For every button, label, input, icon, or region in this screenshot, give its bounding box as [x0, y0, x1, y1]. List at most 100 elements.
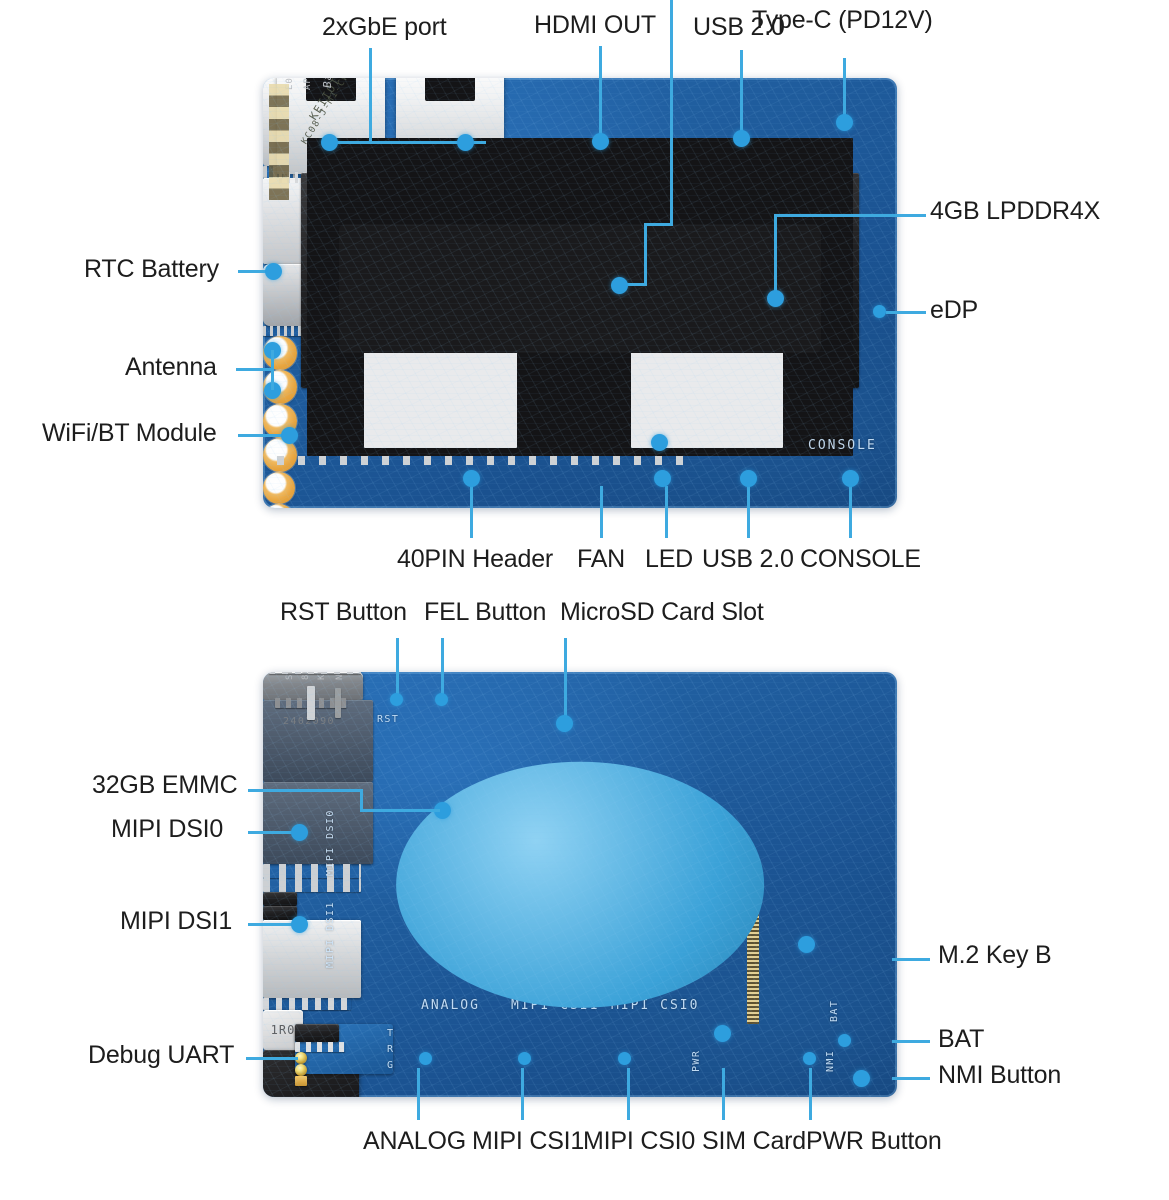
rj45-notch [306, 78, 356, 102]
leader-typec [843, 58, 846, 120]
label-console: CONSOLE [800, 545, 921, 573]
label-m2: M.2 Key B [938, 941, 1052, 969]
callout-dot-fan [651, 434, 668, 451]
leader-emmc-horizontal [248, 789, 363, 792]
label-dsi1: MIPI DSI1 [120, 907, 233, 935]
sim-tray-edge [307, 686, 315, 720]
label-pwr: PWR Button [806, 1127, 942, 1155]
leader-rtc [238, 270, 274, 273]
label-typec-sub: (PD12V) [838, 6, 933, 34]
leader-fan [600, 486, 603, 538]
leader-analog [417, 1068, 420, 1120]
gbe-b-back [263, 700, 373, 782]
callout-dot-antenna-b [264, 382, 281, 399]
silk-dsi0: MIPI DSI0 [325, 809, 336, 876]
uart-pad-r [295, 1064, 307, 1076]
uart-pad-t [295, 1052, 307, 1064]
silk-analog: ANALOG [421, 998, 480, 1013]
leader-sim [722, 1068, 725, 1120]
callout-dot-lpddr [767, 290, 784, 307]
silk-pwr: PWR [691, 1049, 702, 1072]
leader-nmi [892, 1077, 930, 1080]
label-analog: ANALOG [363, 1127, 466, 1155]
label-typec-main: Type-C [752, 6, 832, 34]
sd-code: 2402090 [283, 716, 335, 727]
label-uart: Debug UART [88, 1041, 235, 1069]
callout-dot-rtc [265, 263, 282, 280]
label-dsi0: MIPI DSI0 [111, 815, 224, 843]
callout-dot-csi1 [518, 1052, 531, 1065]
uart-pad-g [295, 1076, 307, 1086]
uart-pads [295, 1042, 345, 1052]
typec-pin-row [263, 326, 327, 336]
callout-dot-m2 [798, 936, 815, 953]
callout-dot-pwr [803, 1052, 816, 1065]
leader-soc-horizontal [644, 223, 673, 226]
leader-console [849, 486, 852, 538]
dram-brand: Banyco [321, 78, 334, 88]
label-gbe: 2xGbE port [322, 13, 447, 41]
leader-led [665, 486, 668, 538]
label-fel: FEL Button [424, 598, 547, 626]
callout-dot-header40 [463, 470, 480, 487]
leader-lpddr-horizontal [890, 214, 926, 217]
label-csi0: MIPI CSI0 [583, 1127, 696, 1155]
leader-rst [396, 638, 399, 696]
leader-hdmi [599, 46, 602, 138]
leader-lpddr-horizontal-2 [774, 214, 892, 217]
mount-hole [263, 472, 295, 504]
silk-console: CONSOLE [808, 438, 877, 453]
console-typec-slot [339, 224, 821, 354]
callout-dot-dsi1 [291, 916, 308, 933]
label-microsd: MicroSD Card Slot [560, 598, 764, 626]
label-rst: RST Button [280, 598, 407, 626]
leader-gbe-vertical [369, 48, 372, 143]
leader-emmc-vertical [360, 789, 363, 809]
callout-dot-console [842, 470, 859, 487]
callout-dot-usb20-bottom [740, 470, 757, 487]
callout-dot-bat [838, 1034, 851, 1047]
label-antenna: Antenna [125, 353, 217, 381]
rj45-notch [425, 78, 475, 102]
callout-dot-gbe-b [321, 134, 338, 151]
label-rtc: RTC Battery [84, 255, 219, 283]
label-fan: FAN [577, 545, 626, 573]
leader-pwr [809, 1068, 812, 1120]
callout-dot-nmi [853, 1070, 870, 1087]
label-typec: Type-C (PD12V) [752, 6, 933, 34]
leader-header40 [470, 486, 473, 538]
gbe-back-pads [263, 864, 361, 878]
callout-dot-sim [714, 1025, 731, 1042]
microsd-card-slot: 2402090 [263, 698, 361, 998]
callout-dot-soc [611, 277, 628, 294]
mount-hole [263, 504, 295, 508]
leader-dsi1 [248, 923, 296, 926]
leader-antenna-link [271, 350, 274, 390]
leader-lpddr-vertical [774, 214, 777, 296]
uart-ic [295, 1024, 339, 1042]
fel-button [263, 906, 297, 920]
sd-top-fingers [263, 998, 351, 1010]
leader-csi0 [627, 1068, 630, 1120]
sim-pins [269, 672, 361, 674]
silk-uart-g: G [387, 1060, 395, 1071]
inductor-marking: 1R0 [270, 1023, 296, 1037]
label-usb20-bottom: USB 2.0 [702, 545, 794, 573]
label-wifibt: WiFi/BT Module [42, 419, 217, 447]
callout-dot-rst [390, 693, 403, 706]
header-40pin-tops [277, 456, 697, 465]
callout-dot-edp [873, 305, 886, 318]
callout-dot-fel [435, 693, 448, 706]
callout-dot-analog [419, 1052, 432, 1065]
sim-tray-edge [335, 688, 341, 718]
leader-soc-horizontal-2 [618, 283, 647, 286]
label-bat: BAT [938, 1025, 985, 1053]
callout-dot-usb20-top [733, 130, 750, 147]
edp-fpc-pins [269, 84, 289, 200]
label-sim: SIM Card [702, 1127, 806, 1155]
leader-soc-vertical-2 [644, 223, 647, 285]
leader-gbe-horizontal [330, 141, 486, 144]
label-usb20-top: USB 2.0 [693, 13, 785, 41]
